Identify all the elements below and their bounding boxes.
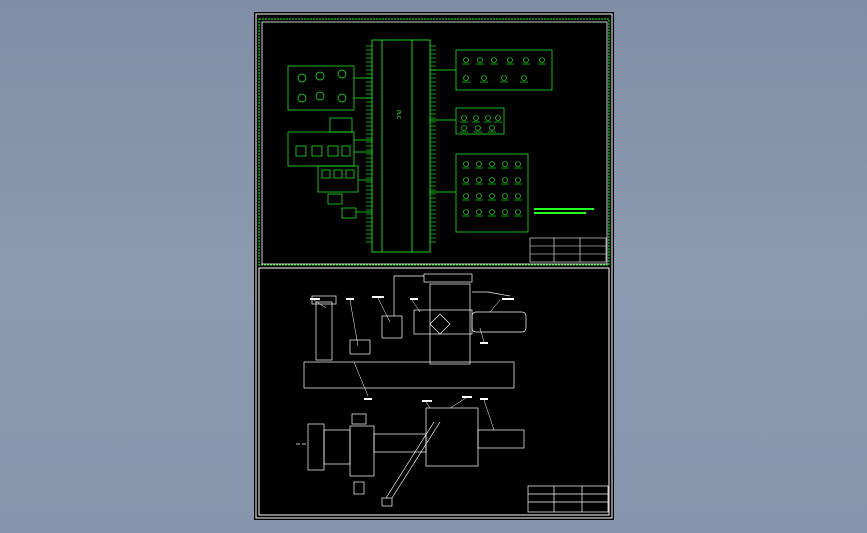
bottom-mechanical-sheet [258,267,610,516]
fixture-left-plate [307,423,325,471]
work-table [425,407,479,467]
outer-frame [255,13,613,519]
cad-drawing-sheet: PLC [254,12,614,520]
top-electrical-sheet: PLC [258,18,610,266]
fixture-base [353,481,365,495]
left-sensor-group [317,165,372,219]
spindle-gearbox [429,313,451,335]
right-output-group-3 [430,153,529,233]
right-output-group-2 [430,107,505,135]
plc-block [371,39,431,253]
callout-labels [310,296,514,402]
fixture-body [349,425,375,477]
fixture-clamp [323,429,351,465]
top-sheet-inner-frame [261,21,608,265]
tool-holder [471,311,527,333]
plc-label: PLC [395,110,401,120]
plc-terminals [366,45,436,243]
drawing-notes [534,208,594,214]
pedal-switch [381,497,393,507]
left-column [315,301,333,361]
cad-drawing: PLC [255,13,613,519]
motor-housing [349,339,371,355]
top-guide [423,273,473,283]
left-relay-group [287,117,372,167]
fixture-motor [351,413,367,425]
spindle-head [413,309,473,335]
leader-lines [313,297,501,431]
lead-screw [373,433,427,453]
left-motor-group [287,65,372,111]
top-sheet-frame [258,18,610,266]
machine-bed [303,361,515,389]
top-title-block [529,237,607,263]
control-box [381,315,403,339]
table-extension [477,429,525,449]
bottom-title-block [527,485,609,513]
output-symbols [460,57,546,217]
right-output-group-1 [430,49,553,91]
